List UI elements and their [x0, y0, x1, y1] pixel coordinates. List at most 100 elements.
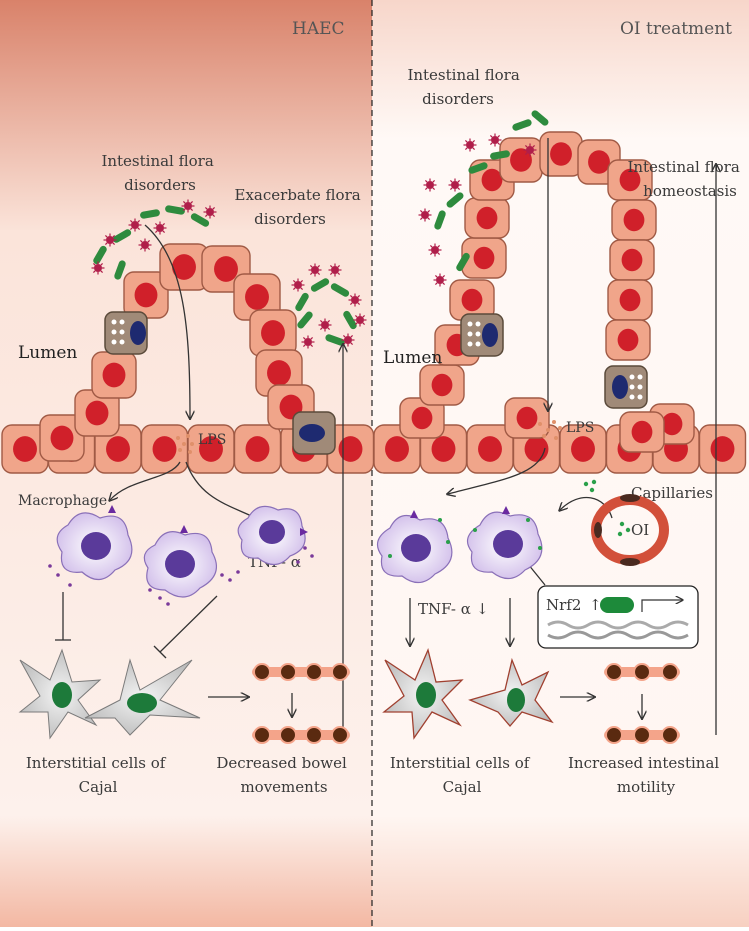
capillaries-label: Capillaries — [631, 484, 713, 502]
tnf-dots-left — [48, 546, 314, 606]
bacterium-rod — [531, 110, 549, 126]
bacterium-coccus — [433, 273, 447, 287]
lps-dots-left — [176, 434, 194, 454]
bacterium-coccus — [153, 221, 167, 235]
bacterium-rod — [434, 210, 446, 230]
right-tnf-label: TNF- α — [418, 600, 471, 618]
epithelial-cell — [39, 414, 85, 462]
right-icc-label: Interstitial cells of Cajal — [390, 754, 534, 796]
right-lps-label: LPS — [566, 420, 594, 436]
epithelial-cell — [233, 273, 281, 321]
bacterium-coccus — [448, 178, 462, 192]
muscle-chains — [252, 663, 680, 744]
bacterium-rod — [325, 334, 345, 346]
bacterium-coccus — [488, 133, 502, 147]
bacterium-coccus — [301, 335, 315, 349]
tnf-down-arrow: ↓ — [476, 600, 489, 618]
muscle-chain-left-top — [252, 663, 350, 681]
bacterium-rod — [295, 292, 309, 312]
epithelial-cell — [91, 351, 137, 399]
bacterium-rod — [446, 192, 464, 208]
macrophage-right-1 — [376, 510, 453, 584]
goblet-cell-left-2 — [292, 411, 336, 455]
goblet-cell-right-2 — [604, 365, 648, 409]
goblet-cell-left-1 — [104, 311, 148, 355]
bacterium-rod — [297, 311, 313, 329]
icc-cell-right-2 — [468, 657, 554, 727]
nrf2-label: Nrf2 — [546, 596, 581, 614]
epithelial-cell — [419, 364, 465, 406]
bacterium-rod — [140, 209, 160, 219]
bacterium-rod — [490, 150, 510, 160]
left-flora-disorders-label: Intestinal flora disorders — [101, 152, 218, 194]
right-flora-disorders-label: Intestinal flora disorders — [407, 66, 524, 108]
increased-motility-label: Increased intestinal motility — [568, 754, 724, 796]
epithelial-cell — [504, 397, 550, 439]
nrf2-box: Nrf2 ↑ — [537, 585, 699, 649]
bacterium-rod — [165, 205, 185, 215]
epithelial-cell — [94, 424, 142, 474]
bacterium-coccus — [353, 313, 367, 327]
epithelial-cell — [187, 424, 235, 474]
bacterium-coccus — [318, 318, 332, 332]
bacteria-group — [91, 110, 549, 349]
bacterium-rod — [190, 213, 210, 227]
bacterium-rod — [310, 278, 330, 292]
icc-cell-left-2 — [84, 658, 201, 736]
epithelial-cell — [698, 424, 747, 474]
icc-cell-right-1 — [382, 647, 464, 740]
oi-label: OI — [631, 521, 649, 539]
bacterium-rod — [512, 119, 532, 131]
bacterium-coccus — [428, 243, 442, 257]
epithelial-cell — [326, 424, 375, 474]
bacterium-coccus — [423, 178, 437, 192]
left-lps-label: LPS — [198, 432, 226, 448]
bacterium-rod — [330, 283, 350, 297]
left-title: HAEC — [292, 19, 345, 39]
macrophage-left-1 — [56, 505, 133, 581]
nrf2-protein — [600, 597, 634, 613]
epithelial-cell — [605, 319, 651, 361]
macrophage-label: Macrophage — [18, 493, 107, 509]
bacterium-coccus — [308, 263, 322, 277]
epithelial-cell — [499, 137, 543, 183]
bacterium-coccus — [138, 238, 152, 252]
bacterium-rod — [112, 229, 132, 243]
macrophage-left-3 — [237, 505, 308, 566]
left-icc-label: Interstitial cells of Cajal — [26, 754, 170, 796]
bacterium-coccus — [203, 205, 217, 219]
epithelial-cell — [399, 397, 445, 439]
epithelial-cell — [1, 424, 49, 474]
right-title: OI treatment — [620, 19, 732, 39]
epithelial-cell — [609, 239, 655, 281]
bacterium-coccus — [91, 261, 105, 275]
exacerbate-flora-label: Exacerbate flora disorders — [235, 186, 366, 228]
goblet-cell-right-1 — [460, 313, 504, 357]
epithelial-cell — [607, 279, 653, 321]
bacterium-coccus — [341, 333, 355, 347]
bacterium-coccus — [128, 218, 142, 232]
epithelial-cell — [619, 411, 665, 453]
bacterium-coccus — [103, 233, 117, 247]
capillary-vessel — [591, 494, 669, 566]
right-lumen-label: Lumen — [383, 348, 442, 368]
muscle-chain-right-bottom — [604, 726, 680, 744]
epithelial-cell — [249, 309, 297, 357]
muscle-chain-right-top — [604, 663, 680, 681]
bacterium-coccus — [328, 263, 342, 277]
bacterium-rod — [456, 252, 470, 272]
bacterium-rod — [93, 245, 107, 265]
lps-dots-right — [538, 420, 562, 440]
nrf2-up-arrow: ↑ — [589, 596, 602, 614]
icc-cell-left-1 — [18, 648, 102, 740]
left-lumen-label: Lumen — [18, 343, 77, 363]
bacterium-rod — [114, 260, 126, 280]
decreased-bowel-label: Decreased bowel movements — [216, 754, 351, 796]
macrophage-right-2 — [466, 506, 543, 580]
bacterium-coccus — [523, 143, 537, 157]
epithelial-cell — [233, 424, 282, 474]
oi-dots-macrophage — [388, 518, 542, 558]
right-arrows — [410, 138, 716, 735]
